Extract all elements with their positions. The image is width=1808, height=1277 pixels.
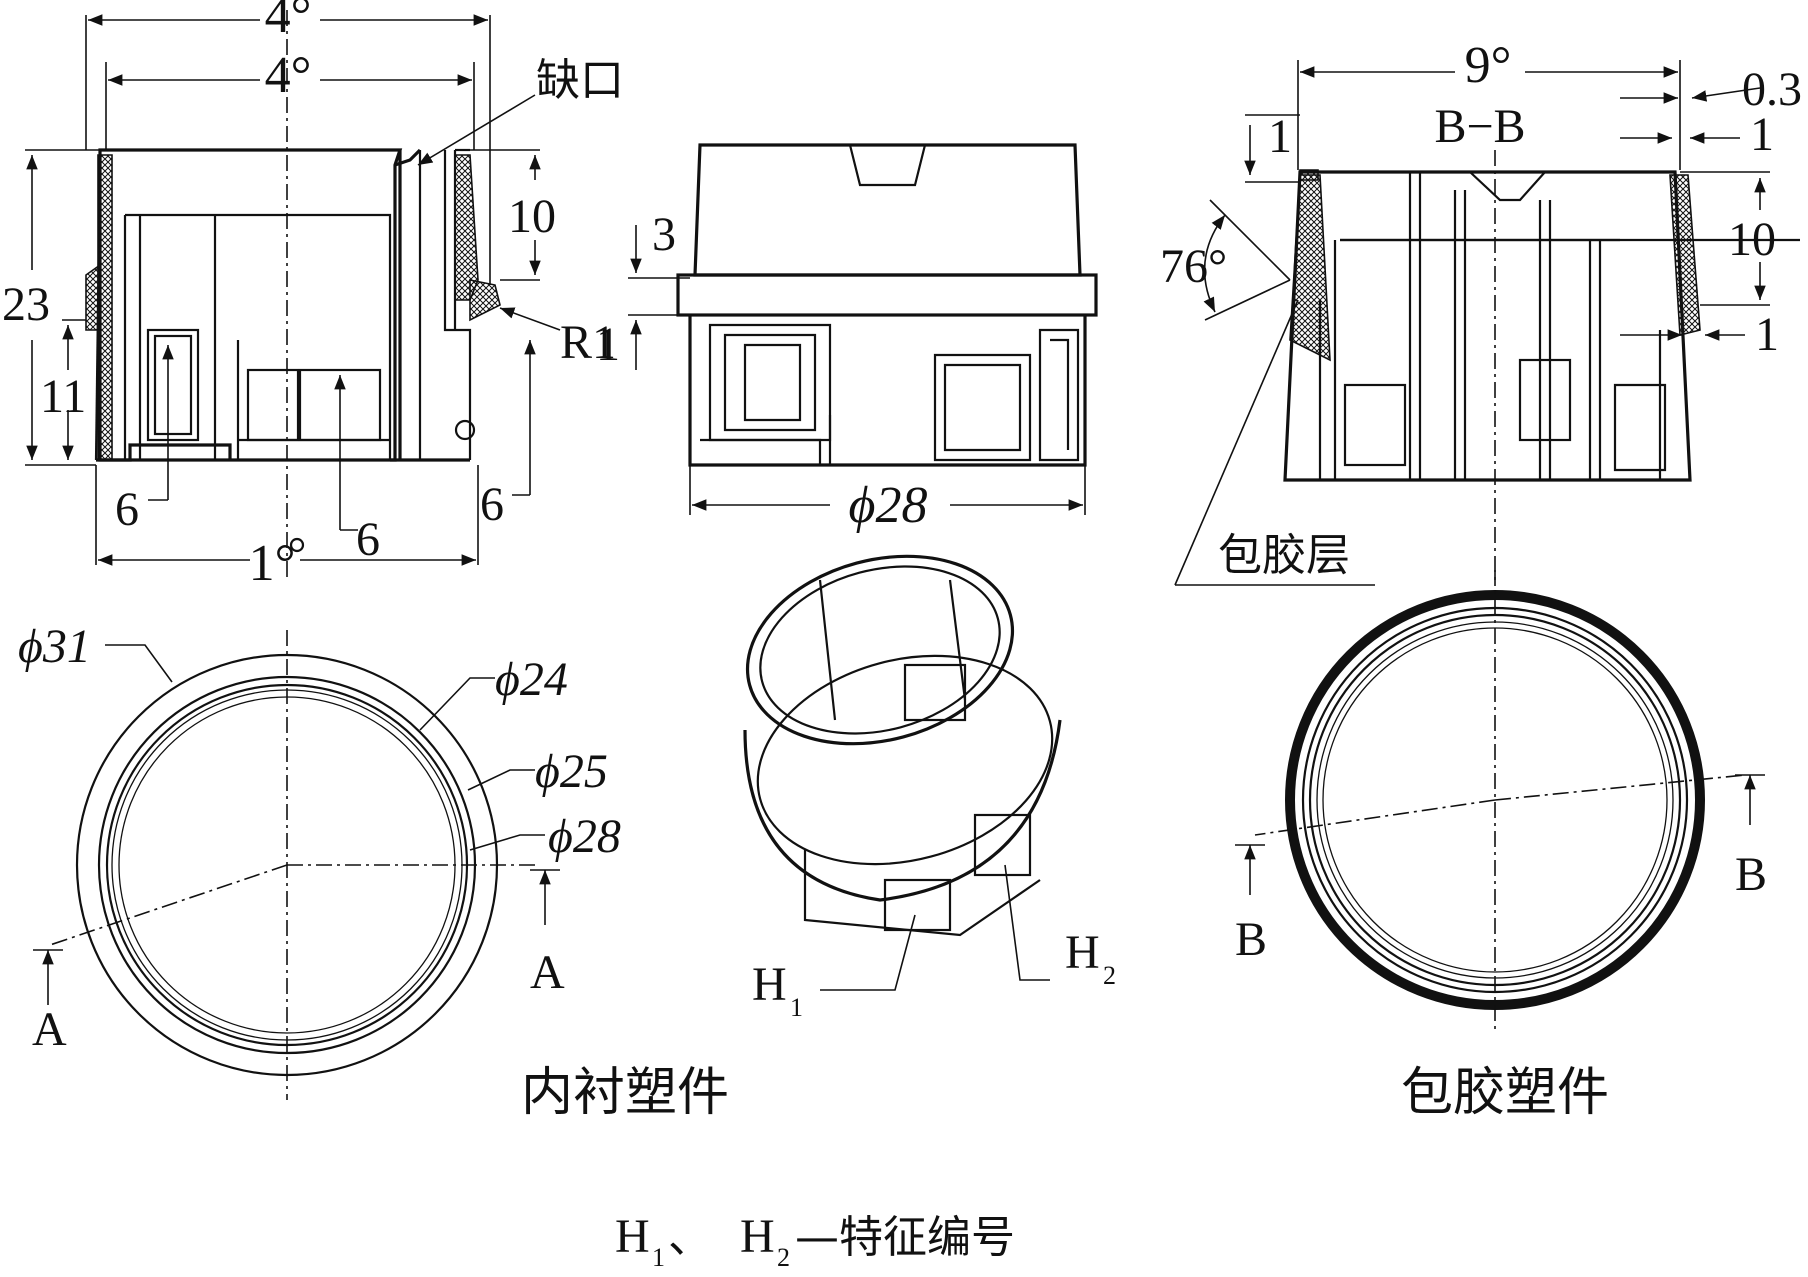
- dim-1-left-top: 1: [1268, 110, 1292, 163]
- legend: H 1 、 H 2 —特征编号: [615, 1210, 1015, 1272]
- dim-1-right-top: 1: [1750, 108, 1774, 161]
- label-h1-sub: 1: [790, 993, 803, 1022]
- dim-r1: R1: [560, 316, 616, 369]
- dim-angle-outer: 4°: [265, 0, 312, 44]
- legend-h2-sub: 2: [777, 1243, 790, 1272]
- dim-10-right: 10: [1728, 213, 1776, 266]
- dim-6-right: 6: [480, 478, 504, 531]
- dim-1-right-mid: 1: [1755, 308, 1779, 361]
- caption-inner-part: 内衬塑件: [521, 1063, 729, 1123]
- dim-6-mid: 6: [356, 513, 380, 566]
- inner-part-front-view: 3 1 ϕ28: [596, 143, 1098, 534]
- dim-0-3: 0.3: [1742, 63, 1802, 116]
- dim-23: 23: [2, 278, 50, 331]
- legend-h1-sub: 1: [652, 1243, 665, 1272]
- label-notch: 缺口: [536, 55, 624, 106]
- dim-6-left: 6: [115, 483, 139, 536]
- dim-angle-9: 9°: [1465, 37, 1512, 94]
- inner-part-top-view: ϕ31 ϕ24 ϕ25 ϕ28 A A: [18, 620, 621, 1100]
- overmold-section-view: 9° B−B 0.3 1 1 10 1 76° 包胶层: [1160, 37, 1802, 586]
- caption-overmold-part: 包胶塑件: [1401, 1063, 1609, 1123]
- dim-diameter-25: ϕ25: [535, 745, 608, 798]
- label-h2-sub: 2: [1103, 961, 1116, 990]
- legend-sep: 、: [668, 1212, 712, 1263]
- section-mark-b-right: B: [1735, 848, 1767, 901]
- dim-diameter-28: ϕ28: [849, 477, 928, 534]
- label-overmold-layer: 包胶层: [1218, 530, 1350, 581]
- dim-1: 1: [596, 318, 620, 371]
- label-h1: H: [752, 958, 787, 1011]
- isometric-view: H 1 H 2: [743, 554, 1116, 1022]
- inner-part-section-view: 4° 4° 缺口 23 11 10 R1 6 6: [2, 0, 624, 592]
- legend-h1: H: [615, 1210, 650, 1263]
- dim-diameter-28-circle: ϕ28: [548, 810, 621, 863]
- dim-angle-inner: 4°: [265, 47, 312, 104]
- section-mark-a-left: A: [32, 1003, 67, 1056]
- dim-angle-bottom: 1°: [249, 535, 296, 592]
- dim-angle-76: 76°: [1160, 240, 1227, 293]
- legend-text: —特征编号: [795, 1212, 1015, 1263]
- overmold-top-view: B B: [1235, 570, 1767, 1030]
- dim-10: 10: [508, 190, 556, 243]
- section-mark-a-right: A: [530, 946, 565, 999]
- dim-diameter-24: ϕ24: [495, 653, 568, 706]
- dim-diameter-31: ϕ31: [18, 620, 91, 673]
- label-section-bb: B−B: [1434, 100, 1525, 153]
- section-mark-b-left: B: [1235, 913, 1267, 966]
- legend-h2: H: [740, 1210, 775, 1263]
- label-h2: H: [1065, 926, 1100, 979]
- dim-3: 3: [652, 208, 676, 261]
- dim-11: 11: [40, 370, 86, 423]
